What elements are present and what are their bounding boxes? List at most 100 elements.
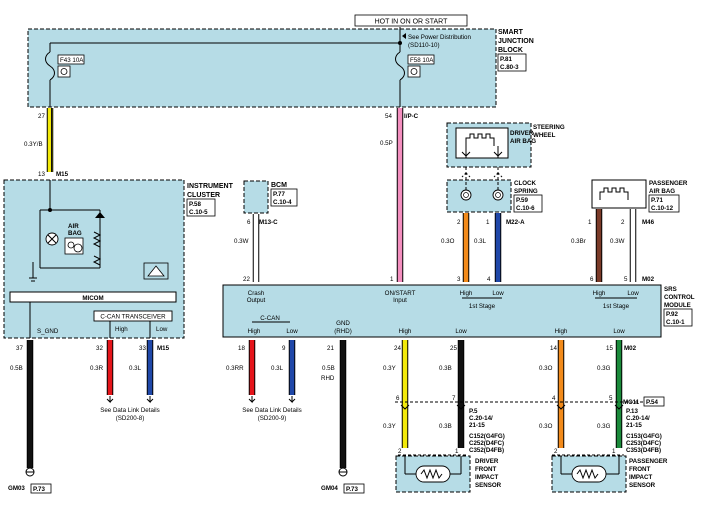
wire-label-0-3rr: 0.3RR bbox=[226, 365, 244, 372]
wire-white-passenger: 0.3W bbox=[610, 209, 637, 282]
passenger-front-impact-sensor: P.13 C.20-14/ 21-15 C153(G4FG) C253(D4FC… bbox=[551, 408, 668, 493]
srs-driver-low: Low bbox=[492, 290, 504, 297]
wire-yellow-black: 0.3Y/B bbox=[24, 108, 54, 172]
wire-blue-srs: 0.3L bbox=[271, 340, 296, 395]
wire-label-0-3l-srs: 0.3L bbox=[271, 365, 284, 372]
dfs-pin-1: 1 bbox=[455, 448, 459, 455]
sjb-ref1: P.81 bbox=[500, 56, 512, 63]
gm03-label: GM03 bbox=[8, 485, 25, 492]
pfs-title-4: SENSOR bbox=[629, 482, 656, 489]
passenger-airbag-ref1: P.71 bbox=[651, 197, 663, 204]
cluster-high-label: High bbox=[115, 326, 128, 333]
smart-junction-block: SMART JUNCTION BLOCK P.81 C.80-3 See Pow… bbox=[27, 27, 534, 120]
wire-label-0-3l-driver: 0.3L bbox=[474, 238, 487, 245]
srs-pin-3: 3 bbox=[457, 276, 461, 283]
wire-label-0-3b-a: 0.3B bbox=[439, 365, 452, 372]
onstart-input-2: Input bbox=[393, 297, 407, 304]
pab-conn: M46 bbox=[642, 219, 655, 226]
fuse-f43-icon bbox=[57, 65, 71, 78]
srs-pfs-low: Low bbox=[613, 328, 625, 335]
micom-label: MICOM bbox=[82, 295, 103, 302]
bcm: BCM P.77 C.10-4 6 M13-C bbox=[243, 180, 298, 226]
crash-output-2: Output bbox=[247, 297, 266, 304]
cluster-ref2: C.10-5 bbox=[189, 209, 208, 216]
clock-spring-ref2: C.10-6 bbox=[516, 205, 535, 212]
wire-label-0-5b-left: 0.5B bbox=[10, 365, 23, 372]
pab-pin-2: 2 bbox=[621, 219, 625, 226]
wire-orange-driver: 0.3O bbox=[441, 213, 470, 282]
wire-label-0-3b-b: 0.3B bbox=[439, 423, 452, 430]
srs-control-module: SRS CONTROL MODULE P.92 C.10-1 22 1 3 4 … bbox=[222, 276, 695, 352]
clock-spring-title-1: CLOCK bbox=[514, 180, 537, 187]
cluster-pin-13: 13 bbox=[38, 171, 45, 178]
sjb-pin-27: 27 bbox=[38, 113, 45, 120]
srs-title-1: SRS bbox=[664, 286, 677, 293]
airbag-label-1: AIR bbox=[68, 223, 79, 230]
pfs-title-2: FRONT bbox=[629, 466, 651, 473]
wire-label-0-3o-b: 0.3O bbox=[539, 423, 553, 430]
srs-pin-5: 5 bbox=[624, 276, 628, 283]
clock-spring: CLOCK SPRING P.59 C.10-6 2 1 M22-A bbox=[446, 167, 543, 226]
wire-label-0-3o-driver: 0.3O bbox=[441, 238, 455, 245]
driver-airbag-label-1: DRIVER bbox=[510, 130, 534, 137]
wire-black-driver-sensor: 0.3B 0.3B bbox=[439, 340, 465, 448]
pfs-ref-3: 21-15 bbox=[626, 422, 642, 429]
wire-white-bcm: 0.3W bbox=[234, 214, 260, 282]
wire-black-cluster-gnd: 0.5B bbox=[10, 340, 34, 468]
wire-label-0-3w-bcm: 0.3W bbox=[234, 238, 249, 245]
clock-pin-2: 2 bbox=[457, 219, 461, 226]
fuse-f58-label: F58 10A bbox=[410, 57, 434, 64]
hot-label: HOT IN ON OR START bbox=[375, 19, 448, 26]
srs-pin-22: 22 bbox=[243, 276, 250, 283]
wire-label-0-3o-a: 0.3O bbox=[539, 365, 553, 372]
clock-spring-coil-icon bbox=[460, 189, 472, 201]
srs-ccan-label: C-CAN bbox=[260, 315, 280, 322]
srs-pin-18: 18 bbox=[238, 345, 245, 352]
bcm-ref1: P.77 bbox=[273, 191, 285, 198]
srs-ref2: C.10-1 bbox=[666, 319, 685, 326]
steering-title-1: STEERING bbox=[533, 124, 565, 131]
cluster-title-1: INSTRUMENT bbox=[187, 183, 234, 190]
dfs-code-1: C152(G4FG) bbox=[469, 433, 505, 440]
ccan-transceiver-label: C-CAN TRANSCEIVER bbox=[100, 314, 166, 321]
sgnd-label: S_GND bbox=[37, 328, 59, 335]
srs-conn-top: M02 bbox=[642, 276, 655, 283]
cluster-low-label: Low bbox=[156, 326, 168, 333]
data-link-arrows-left bbox=[106, 396, 154, 404]
srs-ref1: P.92 bbox=[666, 311, 678, 318]
srs-pin-25: 25 bbox=[450, 345, 457, 352]
srs-pin-14: 14 bbox=[550, 345, 557, 352]
pfs-title-1: PASSENGER bbox=[629, 458, 668, 465]
data-link-arrows-right bbox=[248, 396, 296, 404]
wire-label-0-5b-right: 0.5B bbox=[322, 365, 335, 372]
see-power-1: See Power Distribution bbox=[408, 34, 471, 41]
wire-label-rhd: RHD bbox=[321, 375, 335, 382]
dfs-pin-2: 2 bbox=[398, 448, 402, 455]
wire-green-pass-sensor: 0.3G 0.3G bbox=[597, 340, 623, 448]
hot-label-box: HOT IN ON OR START bbox=[354, 14, 468, 27]
srs-pin-9: 9 bbox=[282, 345, 286, 352]
srs-pin-6: 6 bbox=[590, 276, 594, 283]
srs-pfs-high: High bbox=[555, 328, 568, 335]
passenger-airbag-title-1: PASSENGER bbox=[649, 180, 688, 187]
srs-ccan-low: Low bbox=[286, 328, 298, 335]
srs-pass-low: Low bbox=[627, 290, 639, 297]
srs-dfs-high: High bbox=[399, 328, 412, 335]
pfs-code-1: C153(G4FG) bbox=[626, 433, 662, 440]
driver-airbag-squib-icon bbox=[465, 133, 495, 146]
dfs-title-3: IMPACT bbox=[475, 474, 498, 481]
srs-pass-stage: 1st Stage bbox=[603, 303, 630, 310]
clock-spring-coil-icon-2 bbox=[492, 189, 504, 201]
sjb-title-2: JUNCTION bbox=[498, 38, 534, 45]
wire-label-0-3g-b: 0.3G bbox=[597, 423, 611, 430]
wire-blue-driver: 0.3L bbox=[474, 213, 502, 282]
srs-title-3: MODULE bbox=[664, 302, 691, 309]
gm03-ref: P.73 bbox=[33, 486, 45, 493]
pab-pin-1: 1 bbox=[588, 219, 592, 226]
cluster-pin-37: 37 bbox=[16, 345, 23, 352]
steering-wheel: STEERING WHEEL DRIVER AIR BAG bbox=[446, 122, 565, 168]
sjb-ref2: C.80-3 bbox=[500, 64, 519, 71]
srs-driver-high: High bbox=[460, 290, 473, 297]
dfs-ref-1: P.5 bbox=[469, 408, 478, 415]
